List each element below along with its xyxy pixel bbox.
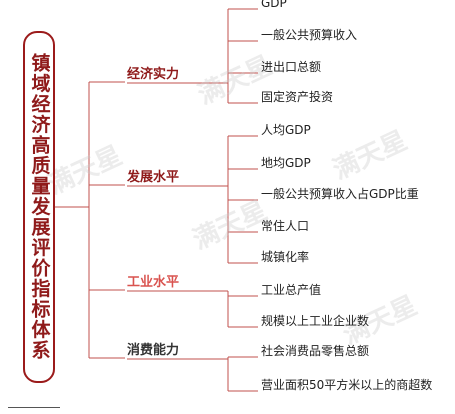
root-node: 镇域经济高质量发展评价指标体系 xyxy=(23,31,55,383)
category-label: 经济实力 xyxy=(127,67,180,82)
leaf-item: 一般公共预算收入占GDP比重 xyxy=(261,187,419,201)
leaf-item: 工业总产值 xyxy=(261,283,322,297)
leaf-item: 一般公共预算收入 xyxy=(261,28,358,42)
footer-rule xyxy=(8,407,60,408)
category-label: 工业水平 xyxy=(127,275,180,290)
category-label: 消费能力 xyxy=(127,343,180,358)
leaf-item: GDP xyxy=(261,0,287,10)
leaf-item: 人均GDP xyxy=(261,123,311,137)
leaf-item: 城镇化率 xyxy=(261,250,310,264)
category-label: 发展水平 xyxy=(127,170,180,185)
leaf-item: 常住人口 xyxy=(261,219,310,233)
leaf-item: 规模以上工业企业数 xyxy=(261,314,370,328)
leaf-item: 地均GDP xyxy=(261,156,311,170)
leaf-item: 营业面积50平方米以上的商超数 xyxy=(261,378,433,392)
leaf-item: 社会消费品零售总额 xyxy=(261,344,370,358)
leaf-item: 固定资产投资 xyxy=(261,90,334,104)
root-title: 镇域经济高质量发展评价指标体系 xyxy=(28,53,51,361)
leaf-item: 进出口总额 xyxy=(261,60,322,74)
